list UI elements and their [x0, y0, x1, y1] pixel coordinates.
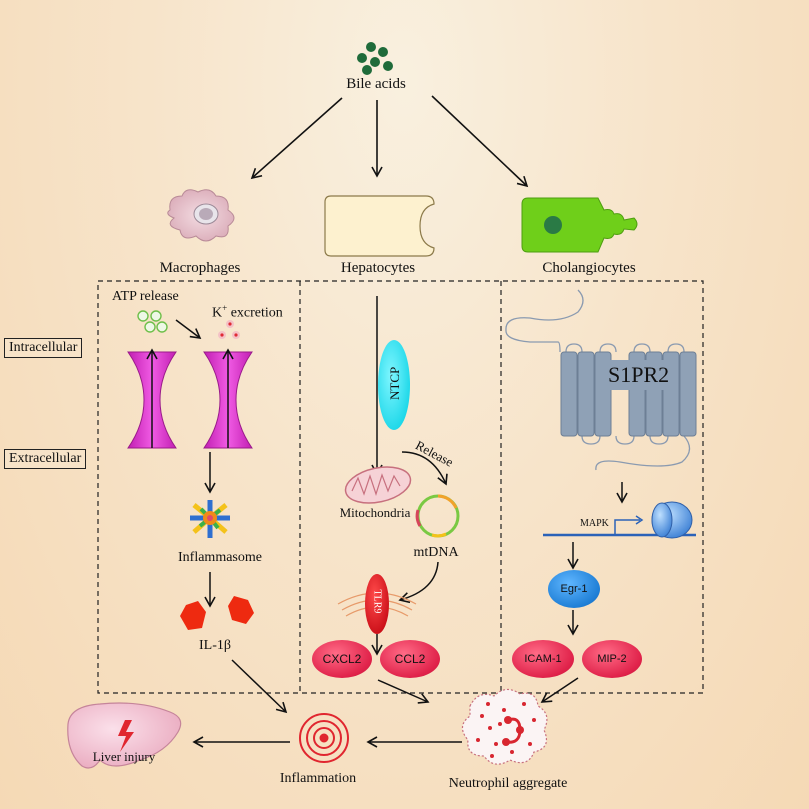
liver-icon	[67, 702, 182, 769]
s1pr2-label: S1PR2	[608, 362, 670, 387]
ntcp-icon	[378, 340, 410, 430]
cxcl2-node: CXCL2	[312, 640, 372, 678]
ion-channel-left-icon	[127, 348, 177, 449]
k-excretion-text: excretion	[227, 305, 283, 321]
bile-acids-label: Bile acids	[346, 76, 406, 92]
inflammation-target-icon	[299, 713, 349, 763]
ribosome-icon	[651, 501, 693, 539]
k-excretion-sup: +	[222, 303, 228, 313]
mitochondria-label: Mitochondria	[339, 505, 411, 520]
arrow-bile-to-macrophages	[250, 97, 343, 180]
macrophage-panel	[97, 280, 704, 694]
atp-dots-icon	[137, 310, 168, 333]
arrow-bile-to-cholangiocytes	[431, 95, 529, 188]
hepatocytes-label: Hepatocytes	[340, 260, 416, 276]
inflammasome-icon	[190, 500, 230, 538]
macrophage-cell-icon	[167, 189, 235, 242]
k-excretion-label: K+ excretion	[212, 303, 283, 322]
macrophages-label: Macrophages	[159, 260, 241, 276]
cholangiocyte-cell-icon	[521, 197, 638, 253]
inflammasome-label: Inflammasome	[178, 550, 262, 565]
k-ion-dots-icon	[218, 320, 240, 339]
hepatocyte-cell-icon	[324, 195, 435, 257]
mapk-label: MAPK	[580, 518, 609, 529]
neutrophil-icon	[461, 688, 548, 765]
mip2-node: MIP-2	[582, 640, 642, 678]
extracellular-label: Extracellular	[4, 449, 87, 469]
atp-release-label: ATP release	[112, 289, 179, 304]
tlr9-label: TLR9	[371, 589, 383, 614]
il1b-protein-icon	[180, 596, 254, 630]
ntcp-label: NTCP	[387, 366, 402, 400]
bile-acids-dots-icon	[357, 42, 393, 75]
ion-channel-right-icon	[203, 348, 253, 449]
liver-injury-label: Liver injury	[92, 749, 156, 764]
tlr9-icon	[365, 574, 389, 634]
mitochondrion-icon	[344, 466, 412, 504]
egr1-node: Egr-1	[548, 570, 600, 608]
inflammation-label: Inflammation	[279, 771, 357, 786]
k-excretion-k: K	[212, 305, 223, 321]
s1pr2-receptor-icon	[505, 289, 697, 471]
mtdna-label: mtDNA	[413, 545, 459, 560]
neutrophil-label: Neutrophil aggregate	[448, 776, 568, 791]
intracellular-label: Intracellular	[4, 338, 83, 358]
ccl2-node: CCL2	[380, 640, 440, 678]
mtdna-ring-icon	[415, 494, 460, 538]
il1b-label: IL-1β	[199, 638, 231, 653]
icam1-node: ICAM-1	[512, 640, 574, 678]
cholangiocytes-label: Cholangiocytes	[542, 260, 636, 276]
